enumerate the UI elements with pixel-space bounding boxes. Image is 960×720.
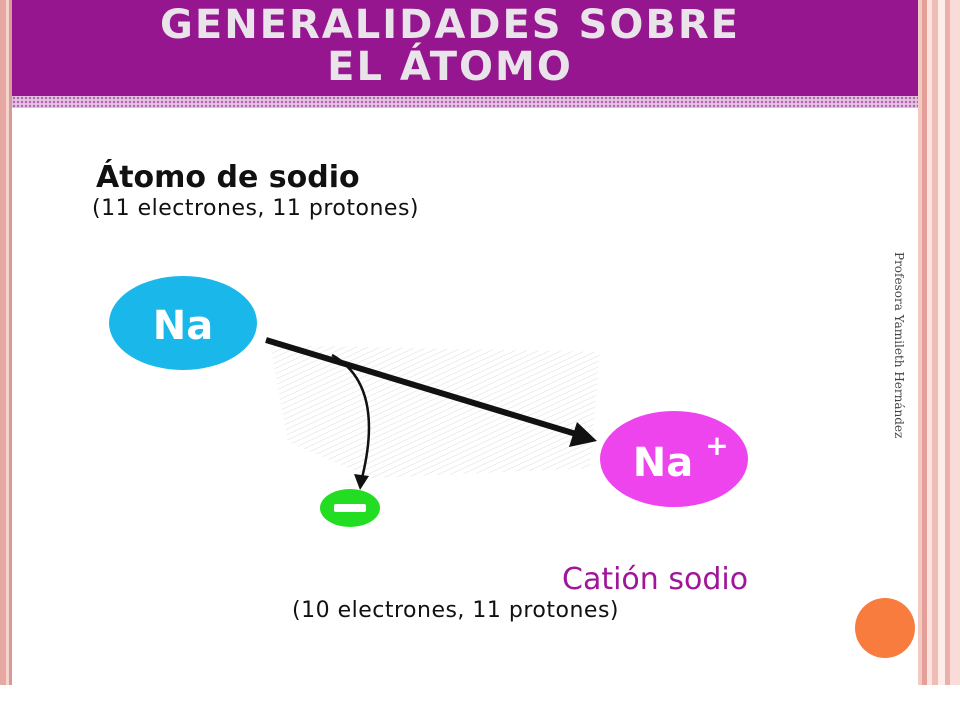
author-credit: Profesora Yamileth Hernández [892,252,906,439]
slide-frame-right [918,0,960,685]
slide-frame-left [0,0,12,685]
slide-frame-bottom [0,685,960,720]
atom-heading: Átomo de sodio [96,160,360,195]
slide-title-line-1: GENERALIDADES SOBRE [160,2,740,48]
slide-title: GENERALIDADES SOBRE EL ÁTOMO [12,0,918,96]
hatched-shadow [270,345,600,478]
cation-heading: Catión sodio [562,562,749,597]
ionization-arrow-head [569,422,597,447]
title-banner [12,0,918,96]
sodium-atom-symbol: Na [153,303,213,349]
cation-detail: (10 electrones, 11 protones) [292,598,620,623]
sodium-cation-circle [600,411,748,507]
electron-release-arrow-head [354,474,369,490]
sodium-cation-symbol: Na [633,440,693,486]
cation-charge-sign: + [705,429,728,462]
slide-title-line-2: EL ÁTOMO [327,44,573,90]
electron-minus-sign [334,504,366,512]
sodium-atom-circle [109,276,257,370]
decorative-orange-dot [855,598,915,658]
ionization-arrow [265,337,577,437]
electron-release-arrow [331,353,371,479]
title-banner-dotted-border [12,96,918,108]
atom-detail: (11 electrones, 11 protones) [92,196,420,221]
